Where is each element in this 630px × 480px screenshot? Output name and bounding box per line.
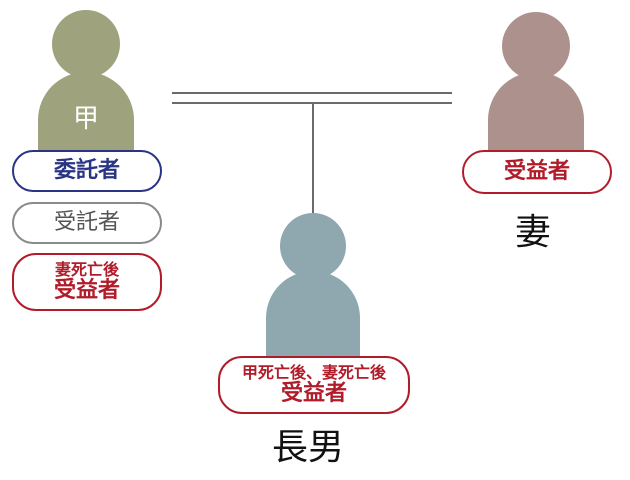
son-head — [280, 213, 346, 279]
settlor-head — [52, 10, 120, 78]
settlor-figure-label: 甲 — [72, 104, 99, 134]
son-beneficiary-condition: 甲死亡後、妻死亡後 — [241, 363, 386, 383]
son-beneficiary-pill: 甲死亡後、妻死亡後 受益者 — [218, 356, 410, 414]
trustee-role-pill: 受託者 — [12, 202, 162, 244]
son-body — [266, 271, 360, 363]
wife-name: 妻 — [515, 212, 552, 253]
son-name: 長男 — [272, 427, 345, 468]
wife-figure — [488, 12, 584, 160]
settlor-beneficiary-role: 受益者 — [53, 277, 120, 303]
settlor-figure: 甲 — [38, 10, 134, 160]
settlor-role-pill: 委託者 — [12, 150, 162, 192]
son-beneficiary-role: 受益者 — [280, 380, 347, 406]
settlor-beneficiary-condition: 妻死亡後 — [54, 260, 119, 280]
settlor-role-text: 委託者 — [53, 158, 120, 184]
wife-beneficiary-role: 受益者 — [503, 159, 570, 185]
son-figure — [266, 213, 360, 363]
wife-beneficiary-pill: 受益者 — [462, 150, 612, 194]
settlor-body — [38, 72, 134, 160]
trustee-role-text: 受託者 — [53, 210, 120, 236]
wife-body — [488, 72, 584, 160]
settlor-beneficiary-pill: 妻死亡後 受益者 — [12, 253, 162, 311]
wife-head — [502, 12, 570, 80]
